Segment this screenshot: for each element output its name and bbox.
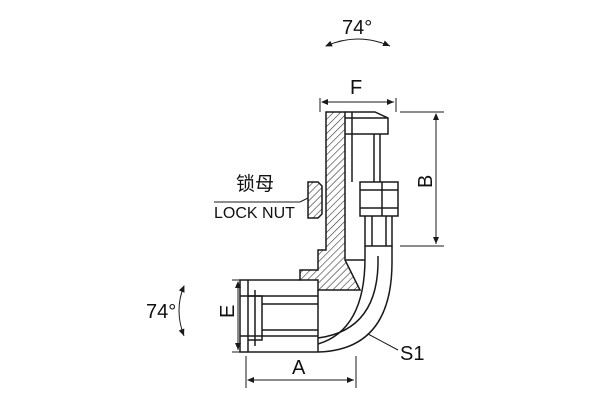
- top-angle-label: 74°: [342, 17, 372, 39]
- fitting-body: [178, 38, 444, 388]
- lock-nut: [307, 181, 323, 219]
- horizontal-branch: [239, 279, 319, 353]
- dimension-s1-label: S1: [400, 343, 424, 365]
- lock-nut-chinese-label: 锁母: [236, 173, 274, 195]
- lock-nut-english-label: LOCK NUT: [214, 205, 295, 222]
- vertical-branch: [345, 111, 399, 247]
- left-angle-label: 74°: [146, 301, 176, 323]
- elbow-bend: [317, 246, 393, 353]
- dimension-a-label: A: [292, 357, 306, 379]
- dimension-lines: [178, 38, 444, 388]
- dimension-e-label: E: [217, 305, 239, 318]
- dimension-f-label: F: [350, 77, 362, 99]
- dimension-b-label: B: [415, 175, 437, 188]
